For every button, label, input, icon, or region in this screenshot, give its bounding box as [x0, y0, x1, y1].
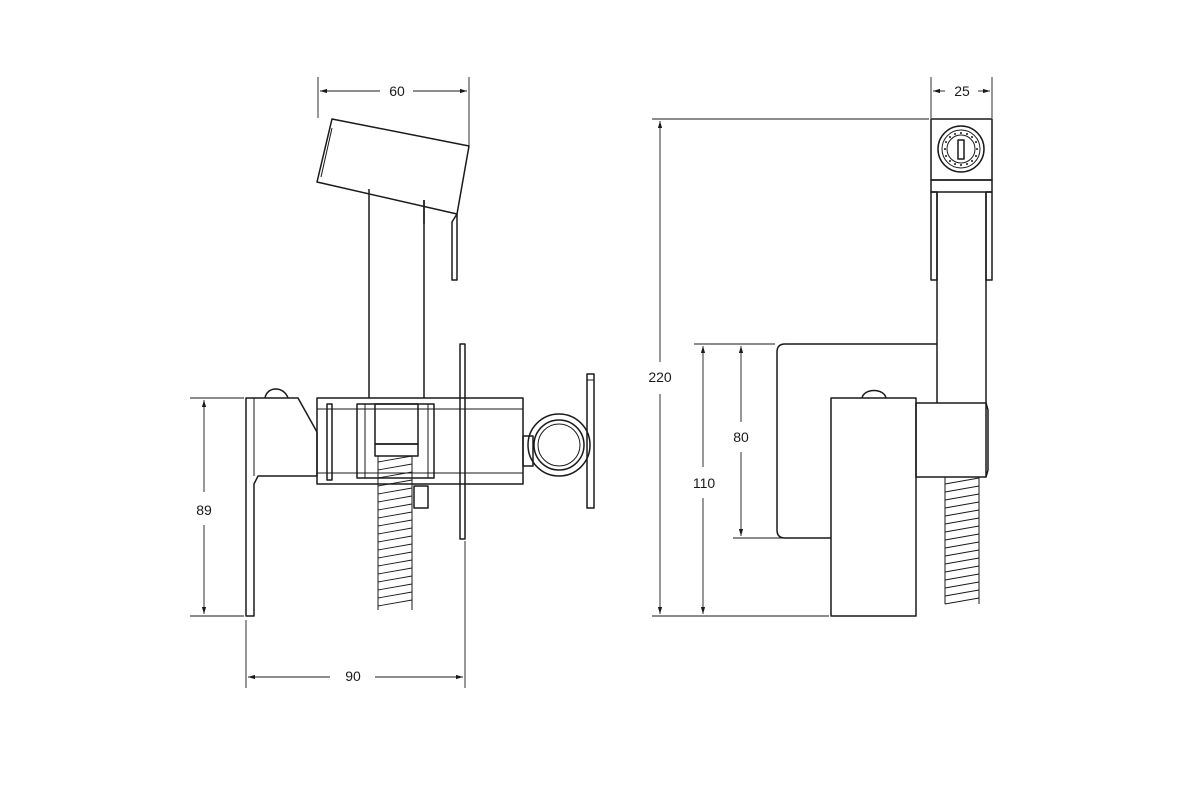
spray-nozzles: [944, 132, 978, 166]
dim-label-60: 60: [389, 83, 405, 99]
hose-side: [377, 455, 429, 610]
dim-label-80: 80: [733, 429, 749, 445]
hose-front: [944, 477, 980, 605]
shower-head-side: [316, 118, 470, 281]
dim-80: 80: [733, 346, 829, 539]
dim-60: 60: [317, 77, 470, 148]
shower-head-front: [930, 118, 993, 181]
wall-plate-front: [776, 343, 937, 539]
mixer-body-front: [830, 389, 917, 617]
dim-label-110: 110: [693, 475, 716, 491]
hose-coil-front: [944, 477, 980, 605]
hose-coil-side: [377, 455, 413, 607]
dim-label-90: 90: [345, 668, 361, 684]
dim-90: 90: [245, 541, 466, 688]
dim-label-89: 89: [196, 502, 212, 518]
wall-plate-side: [459, 343, 466, 540]
front-view: 25: [648, 77, 993, 617]
dim-110: 110: [693, 343, 775, 614]
dim-220: 220: [648, 118, 929, 617]
dim-89: 89: [190, 397, 244, 617]
side-view: 60: [190, 77, 595, 688]
dim-25: 25: [930, 77, 993, 118]
holder-front: [915, 402, 989, 478]
lever-side: [245, 388, 318, 617]
dim-label-25: 25: [954, 83, 970, 99]
handle-stem-side: [368, 189, 425, 398]
wall-body-side: [316, 397, 524, 485]
handle-stem-front: [930, 179, 993, 403]
outlet-holder-side: [522, 373, 595, 509]
dim-label-220: 220: [648, 369, 672, 385]
